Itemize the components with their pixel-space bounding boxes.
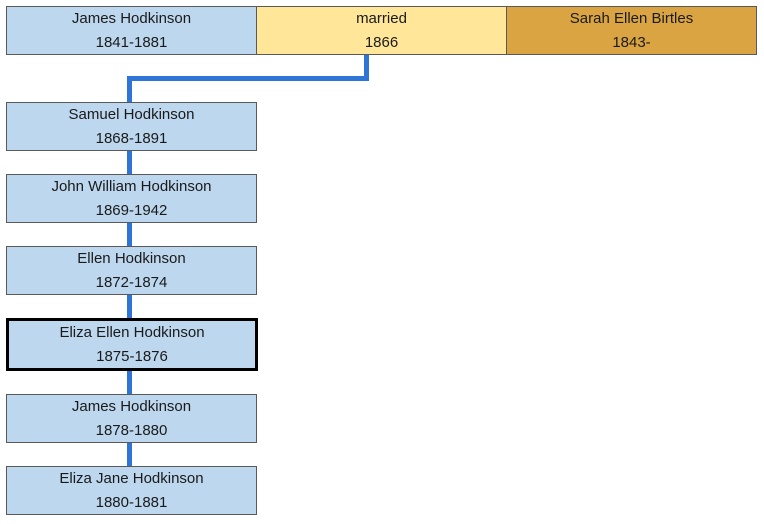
child-box[interactable]: James Hodkinson 1878-1880 bbox=[6, 394, 257, 443]
marriage-drop-line bbox=[364, 54, 369, 80]
person-name: Sarah Ellen Birtles bbox=[569, 9, 694, 27]
child-name: Eliza Ellen Hodkinson bbox=[59, 323, 205, 341]
child-name: Ellen Hodkinson bbox=[77, 249, 186, 267]
child-box-selected[interactable]: Eliza Ellen Hodkinson 1875-1876 bbox=[6, 318, 258, 371]
marriage-horizontal-line bbox=[127, 76, 369, 81]
child-years: 1875-1876 bbox=[96, 347, 168, 365]
person-box-mother[interactable]: Sarah Ellen Birtles 1843- bbox=[506, 6, 757, 55]
child-name: James Hodkinson bbox=[71, 397, 192, 415]
child-name: Eliza Jane Hodkinson bbox=[59, 469, 204, 487]
child-years: 1868-1891 bbox=[95, 129, 168, 147]
child-box[interactable]: John William Hodkinson 1869-1942 bbox=[6, 174, 257, 223]
child-box[interactable]: Ellen Hodkinson 1872-1874 bbox=[6, 246, 257, 295]
child-years: 1878-1880 bbox=[95, 421, 168, 439]
child-name: Samuel Hodkinson bbox=[68, 105, 195, 123]
person-years: 1843- bbox=[612, 33, 651, 51]
child-box[interactable]: Eliza Jane Hodkinson 1880-1881 bbox=[6, 466, 257, 515]
marriage-label: married bbox=[356, 9, 407, 27]
person-years: 1841-1881 bbox=[95, 33, 168, 51]
marriage-year: 1866 bbox=[364, 33, 399, 51]
child-years: 1880-1881 bbox=[95, 493, 168, 511]
child-years: 1869-1942 bbox=[95, 201, 168, 219]
person-box-father[interactable]: James Hodkinson 1841-1881 bbox=[6, 6, 257, 55]
marriage-box[interactable]: married 1866 bbox=[256, 6, 507, 55]
child-name: John William Hodkinson bbox=[51, 177, 212, 195]
child-box[interactable]: Samuel Hodkinson 1868-1891 bbox=[6, 102, 257, 151]
child-years: 1872-1874 bbox=[95, 273, 168, 291]
person-name: James Hodkinson bbox=[71, 9, 192, 27]
